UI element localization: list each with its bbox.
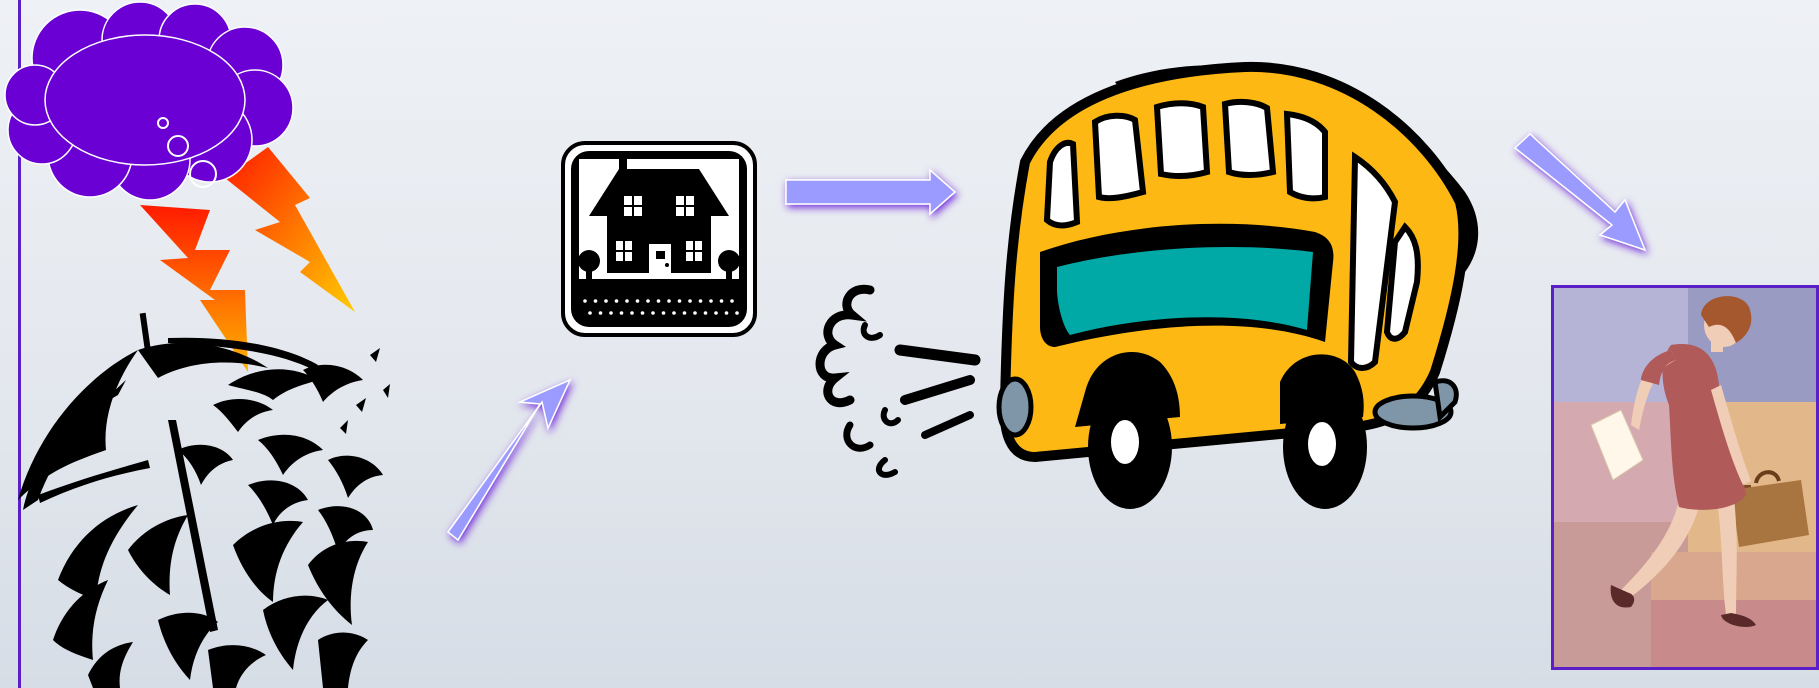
ground-dot [594, 299, 598, 303]
ground-dot [615, 299, 619, 303]
ground-dot [714, 311, 718, 315]
ground-dot [709, 299, 713, 303]
ground-dot [599, 311, 603, 315]
ground-dot [672, 311, 676, 315]
umbrella-couple-icon [18, 310, 428, 688]
ground-dot [693, 311, 697, 315]
school-bus-icon [995, 52, 1495, 532]
ground-dot [583, 299, 587, 303]
ground-dot [604, 299, 608, 303]
ground-dot [636, 299, 640, 303]
ground-dot [641, 311, 645, 315]
ground-dot [625, 299, 629, 303]
ground-dot [651, 311, 655, 315]
arrow-umbrella-to-house [448, 380, 570, 540]
ground-dot [725, 311, 729, 315]
ground-dot [720, 299, 724, 303]
ground-dot [662, 311, 666, 315]
ground-dot [630, 311, 634, 315]
arrow-house-to-bus [786, 170, 955, 214]
ground-dot [588, 311, 592, 315]
ground-dot [688, 299, 692, 303]
ground-dot [699, 299, 703, 303]
woman-arriving-photo [1551, 285, 1819, 670]
arrow-bus-to-woman [1515, 134, 1645, 250]
ground-dot [683, 311, 687, 315]
ground-dot [620, 311, 624, 315]
exhaust-puff-icon [810, 280, 990, 480]
ground-dot [730, 299, 734, 303]
ground-dot [667, 299, 671, 303]
lightning-bolt-right [225, 147, 355, 312]
ground-dot [646, 299, 650, 303]
ground-dot [657, 299, 661, 303]
ground-dot [704, 311, 708, 315]
ground-dot [609, 311, 613, 315]
house-sign-icon [561, 141, 757, 337]
ground-dot [678, 299, 682, 303]
ground-dot [735, 311, 739, 315]
